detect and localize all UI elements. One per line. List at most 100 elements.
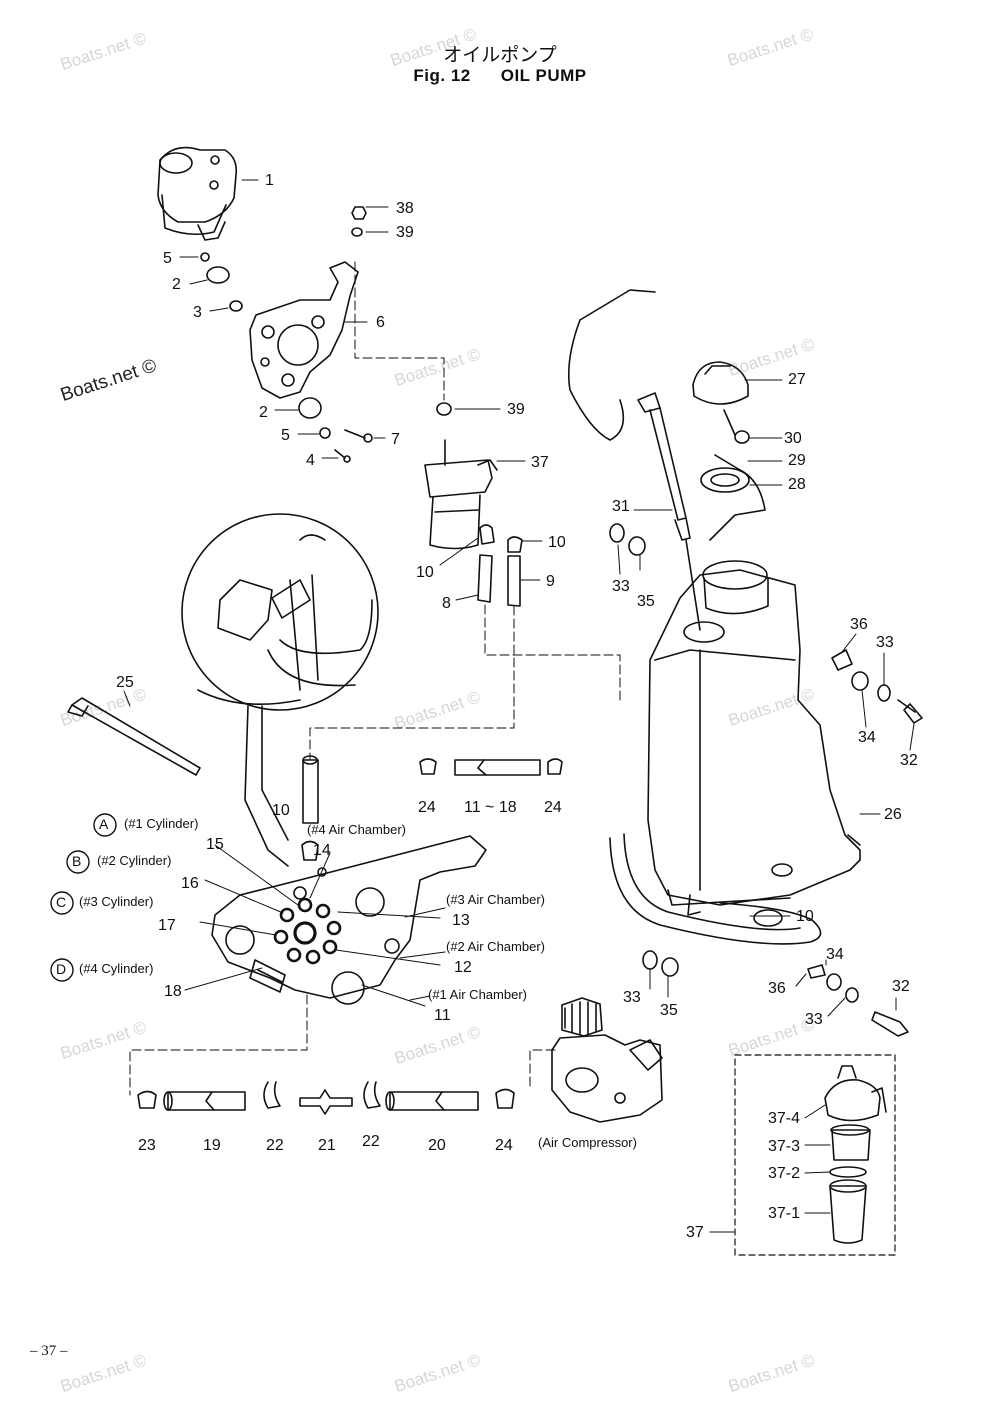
part-number-label: 39 <box>507 401 525 418</box>
part-number-label: 32 <box>892 978 910 995</box>
detail-callout <box>181 513 379 867</box>
part-number-label: 33 <box>612 578 630 595</box>
air-chamber-label: (#3 Air Chamber) <box>446 892 545 907</box>
part-number-label: 33 <box>876 634 894 651</box>
figure-name: OIL PUMP <box>500 66 587 85</box>
cylinder-markers <box>50 813 117 982</box>
cylinder-letter: C <box>56 894 67 910</box>
cylinder-label: (#2 Cylinder) <box>97 853 172 868</box>
part-number-label: 24 <box>418 799 436 816</box>
part-number-label: 9 <box>546 573 555 590</box>
part-number-label: 38 <box>396 200 414 217</box>
part-number-label: 3 <box>193 304 202 321</box>
part-number-label: 25 <box>116 674 134 691</box>
tank-cap-27 <box>692 361 766 541</box>
grommets-and-bolts <box>200 206 452 463</box>
part-number-label: 37-3 <box>768 1138 801 1155</box>
strainer-exploded <box>734 1054 896 1256</box>
figure-title: Fig. 12 OIL PUMP <box>0 66 1000 86</box>
title-japanese: オイルポンプ <box>443 44 557 66</box>
page-number: – 37 – <box>30 1343 68 1359</box>
cylinder-label: (#1 Cylinder) <box>124 816 199 831</box>
tank-hose <box>609 833 822 945</box>
distribution-block <box>211 835 487 1005</box>
part-number-label: 34 <box>858 729 876 746</box>
part-number-label: 32 <box>900 752 918 769</box>
part-number-label: 13 <box>452 912 470 929</box>
part-number-label: 37-1 <box>768 1205 801 1222</box>
part-number-label: 7 <box>391 431 400 448</box>
part-number-label: 2 <box>259 404 268 421</box>
part-number-label: 5 <box>163 250 172 267</box>
air-chamber-label: (#2 Air Chamber) <box>446 939 545 954</box>
part-number-label: 20 <box>428 1137 446 1154</box>
part-number-label: 12 <box>454 959 472 976</box>
part-number-label: 10 <box>796 908 814 925</box>
part-number-label: 10 <box>272 802 290 819</box>
part-number-label: 33 <box>623 989 641 1006</box>
part-number-label: 28 <box>788 476 806 493</box>
part-number-label: 23 <box>138 1137 156 1154</box>
strainer-pointers <box>709 1104 831 1233</box>
part-number-label: 18 <box>164 983 182 1000</box>
part-number-label: 31 <box>612 498 630 515</box>
air-compressor-label: (Air Compressor) <box>538 1135 637 1150</box>
part-number-label: 1 <box>265 172 274 189</box>
part-number-label: 2 <box>172 276 181 293</box>
air-chamber-label: (#4 Air Chamber) <box>307 822 406 837</box>
part-number-label: 24 <box>544 799 562 816</box>
part-number-label: 17 <box>158 917 176 934</box>
part-number-label: 21 <box>318 1137 336 1154</box>
tank-fasteners <box>609 523 923 1037</box>
part-number-label: 4 <box>306 452 315 469</box>
part-number-label: 35 <box>637 593 655 610</box>
part-number-label: 37 <box>686 1224 704 1241</box>
cylinder-label: (#4 Cylinder) <box>79 961 154 976</box>
oil-tank <box>647 560 861 906</box>
part-number-label: 11 ~ 18 <box>464 799 517 816</box>
pointer-lines <box>179 179 543 601</box>
part-number-label: 14 <box>313 842 331 859</box>
oil-strainer-37 <box>424 439 498 550</box>
air-chamber-label: (#1 Air Chamber) <box>428 987 527 1002</box>
part-number-label: 35 <box>660 1002 678 1019</box>
air-compressor <box>551 997 663 1123</box>
part-number-label: 36 <box>850 616 868 633</box>
cable-tie-25 <box>67 697 201 776</box>
part-number-label: 37 <box>531 454 549 471</box>
part-number-label: 37-2 <box>768 1165 801 1182</box>
part-number-label: 15 <box>206 836 224 853</box>
pump-bracket <box>249 261 359 399</box>
part-number-label: 10 <box>548 534 566 551</box>
bottom-hose-row <box>137 1081 515 1115</box>
part-number-label: 39 <box>396 224 414 241</box>
part-number-label: 24 <box>495 1137 513 1154</box>
connector-hoses <box>301 755 563 861</box>
figure-number: Fig. 12 <box>413 66 471 85</box>
part-number-label: 16 <box>181 875 199 892</box>
part-number-label: 22 <box>362 1133 380 1150</box>
part-number-label: 36 <box>768 980 786 997</box>
part-number-label: 11 <box>434 1007 451 1024</box>
part-number-label: 37-4 <box>768 1110 801 1127</box>
cylinder-label: (#3 Cylinder) <box>79 894 154 909</box>
part-number-label: 6 <box>376 314 385 331</box>
cylinder-letter: D <box>56 961 67 977</box>
part-number-label: 19 <box>203 1137 221 1154</box>
part-number-label: 22 <box>266 1137 284 1154</box>
part-number-label: 26 <box>884 806 902 823</box>
hoses-8-9 <box>477 524 523 607</box>
cylinder-letter: A <box>99 816 109 832</box>
part-number-label: 30 <box>784 430 802 447</box>
leader-lines <box>129 261 621 1096</box>
cylinder-letter: B <box>72 853 82 869</box>
part-number-label: 34 <box>826 946 844 963</box>
oil-pump-unit <box>157 146 238 241</box>
oil-level-sensor-31 <box>567 289 701 631</box>
part-number-label: 5 <box>281 427 290 444</box>
part-number-label: 33 <box>805 1011 823 1028</box>
part-number-label: 10 <box>416 564 434 581</box>
block-pointer-lines <box>123 379 915 1017</box>
